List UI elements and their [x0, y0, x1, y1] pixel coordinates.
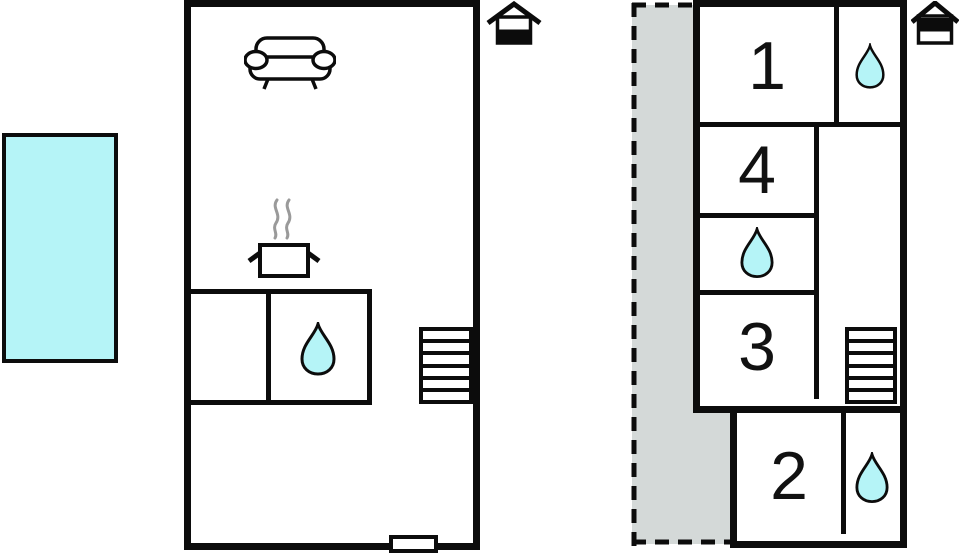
corridor-divider-wall — [814, 122, 819, 399]
kitchen-block-right-wall — [367, 289, 372, 405]
kitchen-block-top-wall — [191, 289, 372, 294]
water-drop-icon — [740, 227, 774, 279]
house-first-floor-icon — [911, 1, 959, 45]
ground-floor-building-outline — [184, 0, 480, 550]
water-drop-icon — [855, 43, 885, 89]
stairs-icon — [845, 327, 897, 404]
stairs-icon — [419, 327, 473, 404]
room1-bath-divider-wall — [834, 7, 839, 127]
sofa-icon — [244, 36, 336, 90]
room2-bath-divider-wall — [841, 413, 846, 534]
room-1-label: 1 — [748, 28, 786, 104]
water-drop-icon — [300, 322, 336, 376]
step-wall — [693, 406, 737, 413]
room-4-label: 4 — [738, 132, 776, 208]
kitchen-block-bottom-wall — [191, 400, 372, 405]
water-drop-icon — [855, 452, 889, 504]
entrance-door — [389, 535, 438, 553]
room-2-label: 2 — [770, 438, 808, 514]
steam-icon — [273, 198, 292, 240]
kitchen-bath-divider-wall — [266, 289, 271, 405]
swimming-pool — [2, 133, 118, 363]
house-ground-floor-icon — [486, 1, 542, 45]
room1-bottom-wall — [700, 122, 900, 127]
room-3-label: 3 — [738, 309, 776, 385]
cooking-pot-icon — [247, 243, 321, 278]
bath-bottom-wall — [700, 290, 819, 295]
room4-bottom-wall — [700, 213, 819, 218]
